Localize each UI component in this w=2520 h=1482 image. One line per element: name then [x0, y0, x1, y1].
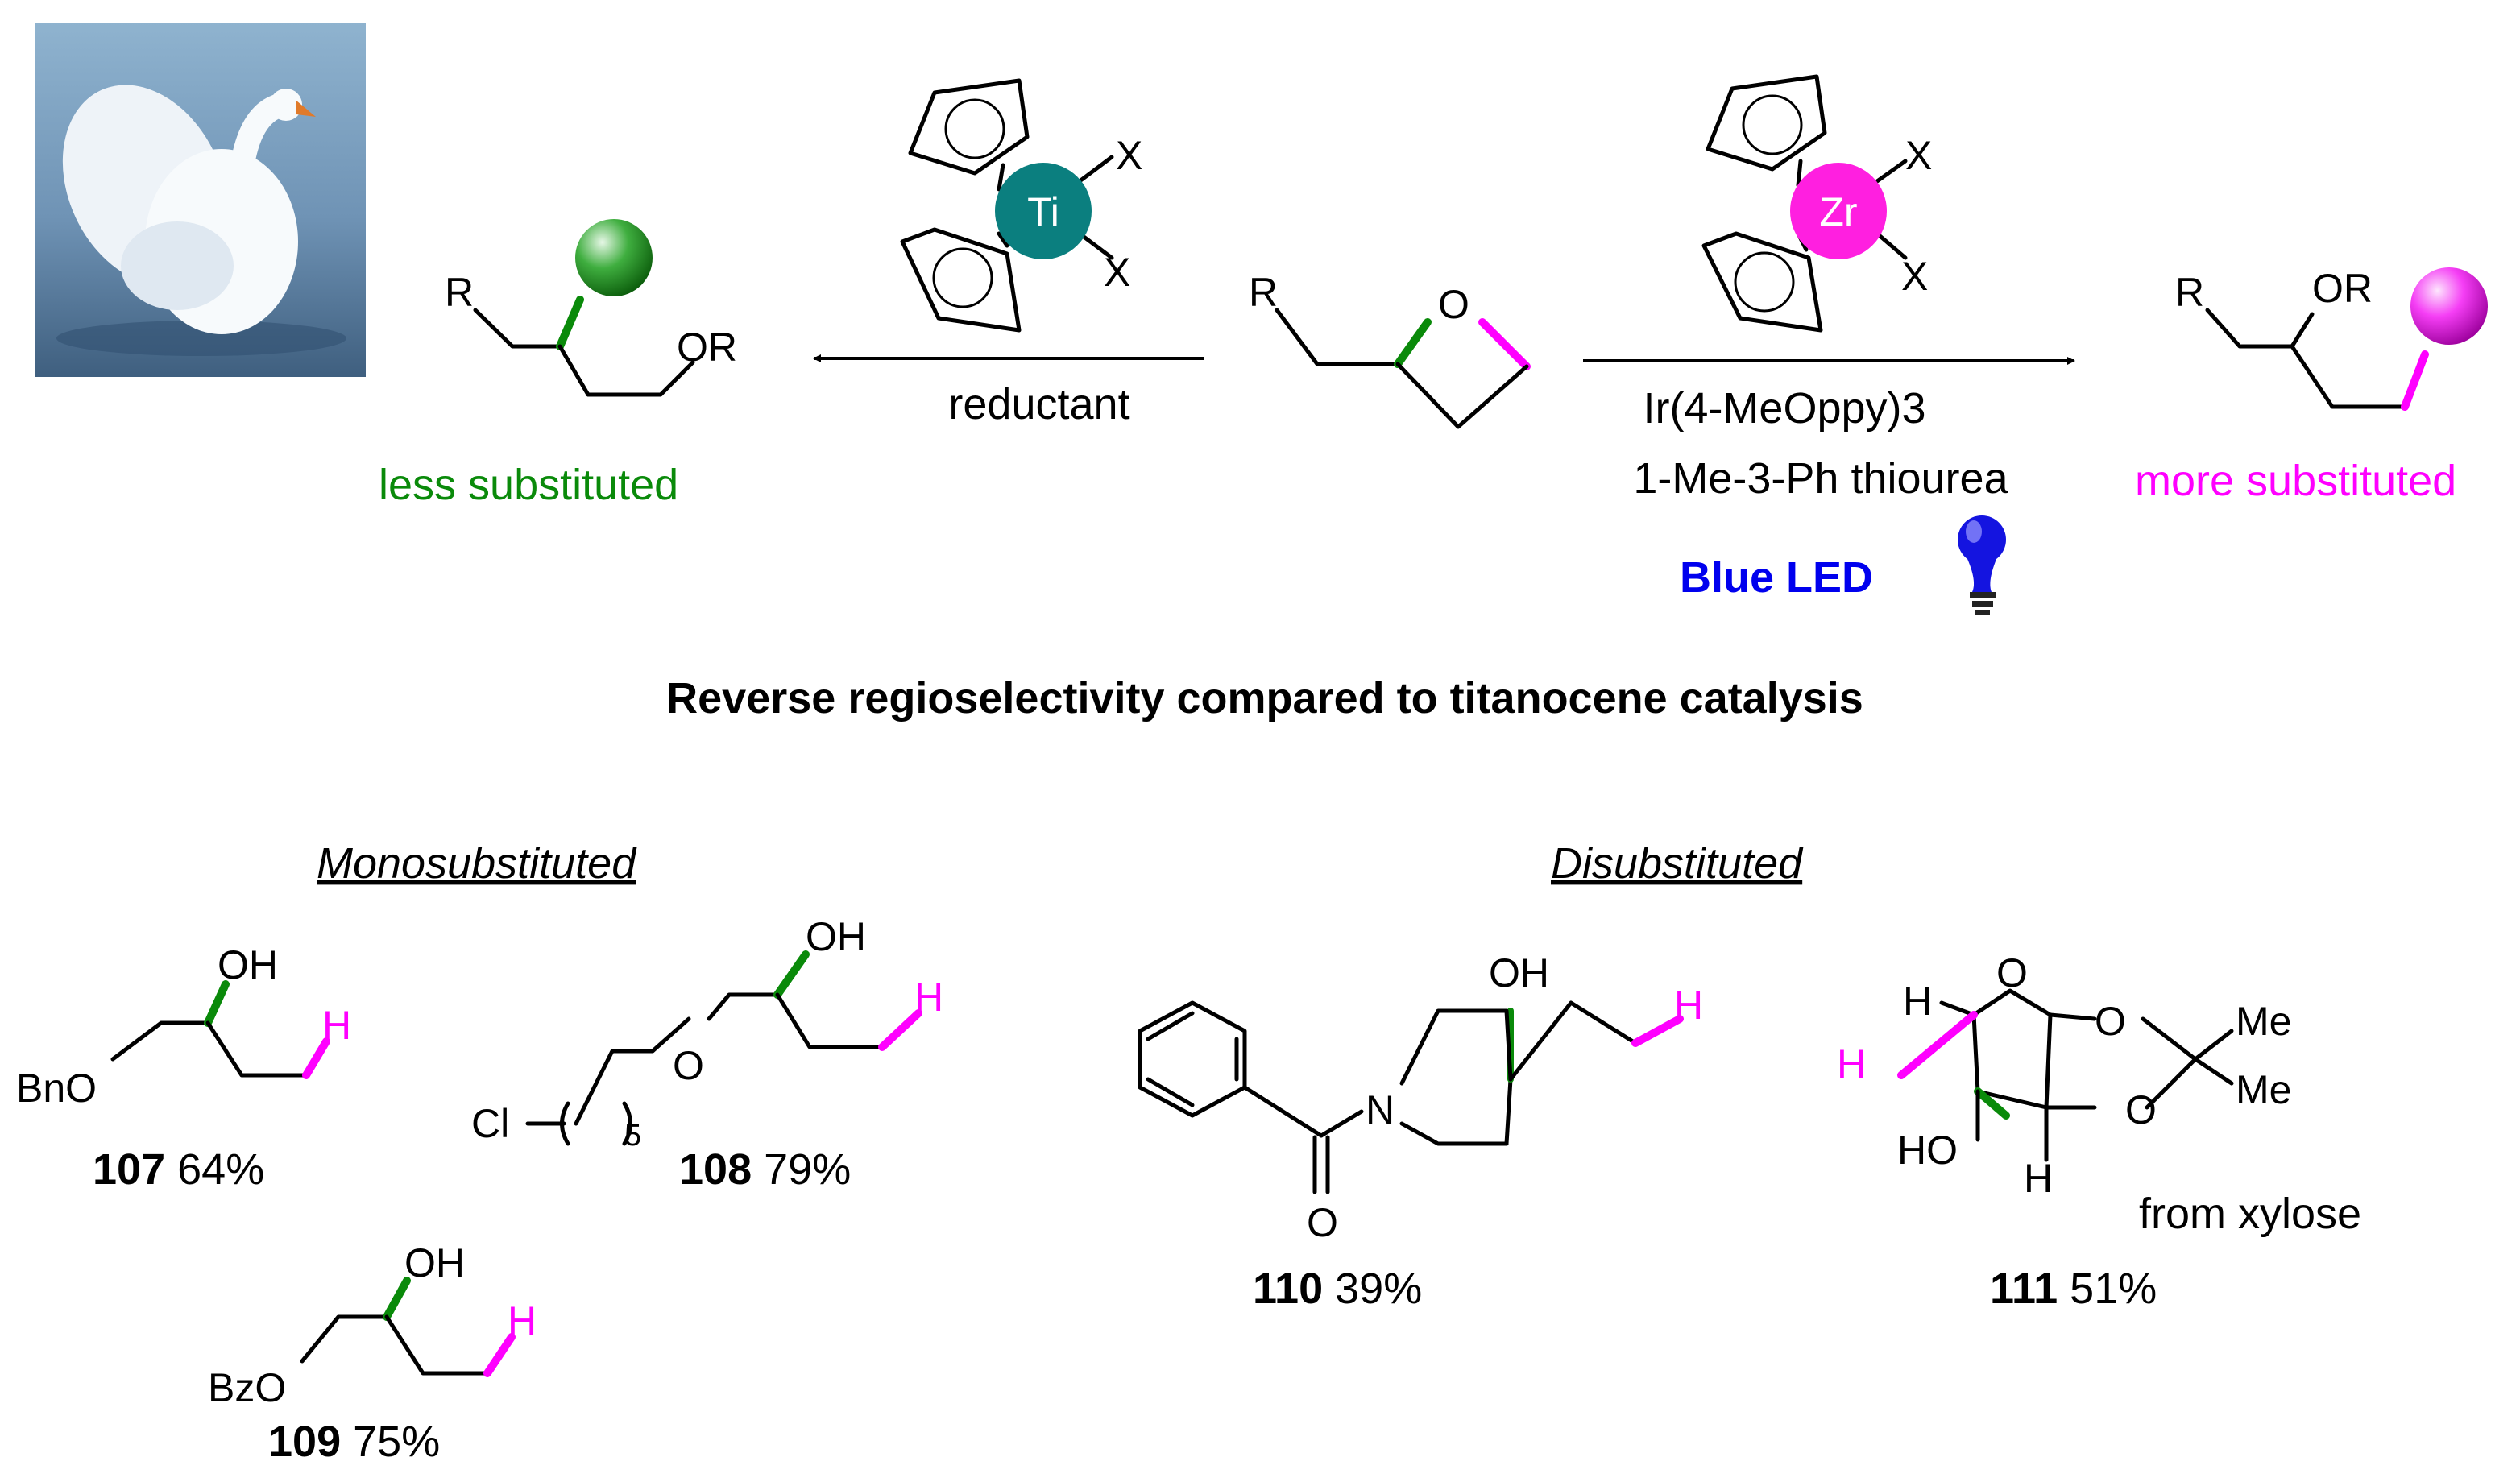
atom-zr: Zr: [1819, 189, 1857, 234]
caption-more-substituted: more substituted: [2135, 457, 2456, 505]
atom-oh: OH: [404, 1240, 465, 1285]
condition-blue-led: Blue LED: [1680, 553, 1873, 602]
atom-bno: BnO: [16, 1066, 97, 1111]
atom-o-lower: O: [2125, 1087, 2157, 1132]
atom-h: H: [508, 1298, 537, 1343]
oxetane-substrate: R O: [1249, 270, 1531, 429]
atom-ho: HO: [1897, 1128, 1958, 1173]
atom-me-top: Me: [2236, 999, 2291, 1044]
atom-x-bottom: X: [1901, 254, 1928, 299]
atom-h: H: [914, 975, 943, 1020]
caption-less-substituted: less substituted: [379, 461, 678, 509]
atom-o: O: [1438, 282, 1469, 327]
pink-ball-substituent: [2410, 267, 2488, 345]
right-product: R OR more substituted: [2135, 266, 2488, 505]
atom-x-bottom: X: [1104, 250, 1130, 295]
heading-monosubstituted: Monosubstituted: [317, 839, 637, 888]
zr-metal-center: [1790, 163, 1887, 259]
swan-photo: [35, 23, 366, 377]
right-arrow: Ir(4-MeOppy)3 1-Me-3-Ph thiourea Blue LE…: [1583, 357, 2075, 615]
label-108: 108 79%: [679, 1145, 851, 1194]
compound-110: OH H N O 110 39%: [1138, 950, 1703, 1313]
atom-x-top: X: [1116, 133, 1142, 178]
atom-h: H: [322, 1003, 351, 1048]
compound-108: OH H O Cl 5 108 79%: [471, 914, 943, 1194]
atom-cl: Cl: [471, 1101, 509, 1146]
atom-me-bottom: Me: [2236, 1067, 2291, 1112]
atom-or: OR: [2312, 266, 2373, 311]
titanocene-catalyst: Ti X X: [900, 78, 1142, 333]
atom-bzo: BzO: [208, 1365, 286, 1410]
headline-reverse-regioselectivity: Reverse regioselectivity compared to tit…: [666, 674, 1863, 722]
atom-oh: OH: [806, 914, 866, 959]
atom-h-magenta: H: [1837, 1041, 1866, 1087]
compound-111: H O O O Me Me H HO H from xylose 111 51%: [1837, 950, 2361, 1313]
subscript-5: 5: [624, 1119, 641, 1153]
atom-ti: Ti: [1027, 189, 1059, 234]
atom-h-bottom: H: [2024, 1156, 2053, 1201]
atom-r: R: [445, 270, 474, 315]
label-109: 109 75%: [268, 1418, 440, 1466]
compound-107: OH H BnO 107 64%: [16, 942, 351, 1194]
atom-r: R: [1249, 270, 1278, 315]
left-product: R OR less substituted: [379, 219, 737, 509]
label-111: 111 51%: [1990, 1265, 2157, 1313]
heading-disubstituted: Disubstituted: [1551, 839, 1804, 888]
ti-metal-center: [995, 163, 1092, 259]
condition-photocatalyst: Ir(4-MeOppy)3: [1643, 384, 1925, 433]
atom-r: R: [2175, 270, 2204, 315]
atom-o: O: [1307, 1200, 1338, 1245]
label-110: 110 39%: [1253, 1265, 1422, 1313]
label-107: 107 64%: [93, 1145, 264, 1194]
atom-h-top: H: [1903, 979, 1932, 1024]
lightbulb-icon: [1958, 515, 2006, 615]
atom-o-ring: O: [1996, 950, 2028, 996]
reagent-reductant: reductant: [948, 380, 1129, 428]
atom-or: OR: [677, 325, 737, 370]
note-from-xylose: from xylose: [2139, 1190, 2361, 1238]
atom-h: H: [1674, 983, 1703, 1028]
atom-n: N: [1366, 1087, 1395, 1132]
zirconocene-catalyst: Zr X X: [1701, 74, 1932, 333]
atom-oh: OH: [1489, 950, 1549, 996]
green-ball-substituent: [575, 219, 653, 296]
atom-o-upper: O: [2095, 999, 2126, 1044]
left-arrow: reductant: [813, 354, 1204, 428]
compound-109: OH H BzO 109 75%: [208, 1240, 537, 1466]
atom-x-top: X: [1905, 133, 1932, 178]
condition-thiourea: 1-Me-3-Ph thiourea: [1633, 454, 2008, 503]
atom-oh: OH: [218, 942, 278, 987]
atom-o: O: [673, 1043, 704, 1088]
